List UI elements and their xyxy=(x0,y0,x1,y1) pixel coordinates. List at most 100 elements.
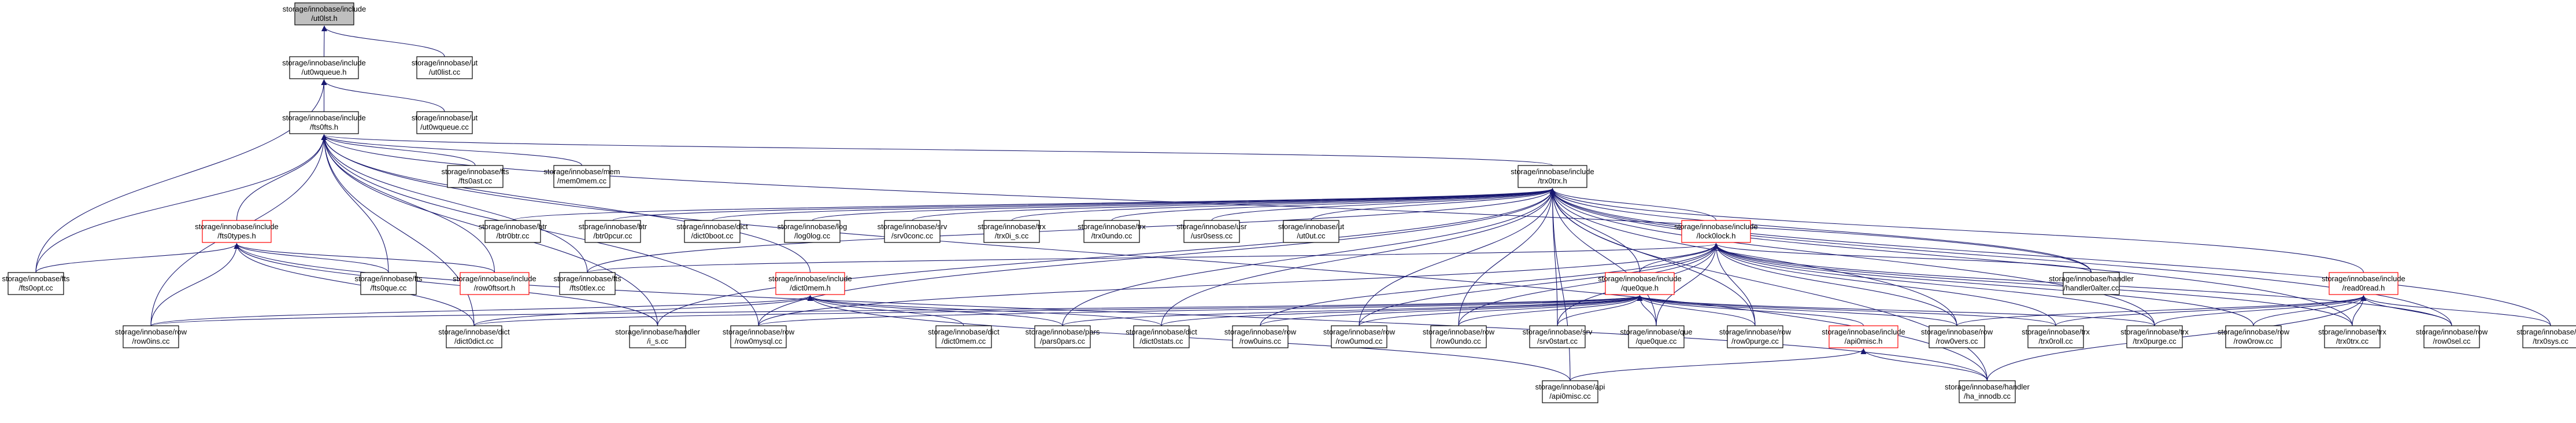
node-dict0mem-h[interactable]: storage/innobase/include/dict0mem.h xyxy=(768,272,852,295)
node-label-line2: /dict0boot.cc xyxy=(691,231,734,240)
edge-api0misc-cc-to-dict0mem-h xyxy=(807,295,1571,381)
node-log0log-cc[interactable]: storage/innobase/log/log0log.cc xyxy=(778,220,847,243)
node-ut0wqueue-h[interactable]: storage/innobase/include/ut0wqueue.h xyxy=(282,56,366,79)
node-box xyxy=(1083,220,1140,243)
edge-dict0stats-cc-to-dict0mem-h xyxy=(807,295,1162,326)
edge-ha-innodb-cc-to-api0misc-h xyxy=(1860,348,1988,381)
node-label-line1: storage/innobase/trx xyxy=(978,222,1046,231)
edge-dict0dict-cc-to-dict0mem-h xyxy=(473,295,813,326)
node-dict0dict-cc[interactable]: storage/innobase/dict/dict0dict.cc xyxy=(438,325,510,348)
node-trx0trx-h[interactable]: storage/innobase/include/trx0trx.h xyxy=(1511,165,1594,188)
node-api0misc-cc[interactable]: storage/innobase/api/api0misc.cc xyxy=(1535,380,1605,403)
node-dict0stats-cc[interactable]: storage/innobase/dict/dict0stats.cc xyxy=(1126,325,1197,348)
edge-i-s-cc-to-trx0trx-h xyxy=(657,188,1556,326)
node-fts0que-cc[interactable]: storage/innobase/fts/fts0que.cc xyxy=(354,272,423,295)
node-label-line2: /que0que.h xyxy=(1621,284,1659,292)
node-btr0btr-cc[interactable]: storage/innobase/btr/btr0btr.cc xyxy=(479,220,547,243)
node-row0purge-cc[interactable]: storage/innobase/row/row0purge.cc xyxy=(1719,325,1792,348)
node-label-line1: storage/innobase/btr xyxy=(579,222,647,231)
edge-trx0roll-cc-to-que0que-h xyxy=(1637,295,2056,326)
node-que0que-h[interactable]: storage/innobase/include/que0que.h xyxy=(1598,272,1682,295)
node-box xyxy=(1605,272,1675,295)
node-dict0boot-cc[interactable]: storage/innobase/dict/dict0boot.cc xyxy=(676,220,748,243)
node-trx0sys-cc[interactable]: storage/innobase/trx/trx0sys.cc xyxy=(2516,325,2576,348)
edge-row0umod-cc-to-que0que-h xyxy=(1359,295,1643,326)
node-trx0trx-cc[interactable]: storage/innobase/trx/trx0trx.cc xyxy=(2318,325,2386,348)
node-label-line2: /row0undo.cc xyxy=(1436,337,1481,345)
node-fts0fts-h[interactable]: storage/innobase/include/fts0fts.h xyxy=(282,111,366,134)
edge-trx0trx-cc-to-lock0lock-h xyxy=(1713,243,2353,326)
node-box xyxy=(2329,272,2399,295)
edge-trx0sys-cc-to-trx0trx-h xyxy=(1549,188,2551,326)
edge-usr0sess-cc-to-trx0trx-h xyxy=(1211,188,1556,221)
node-box xyxy=(1430,325,1487,348)
edge-fts0types-h-to-fts0fts-h xyxy=(236,134,327,221)
node-btr0pcur-cc[interactable]: storage/innobase/btr/btr0pcur.cc xyxy=(579,220,647,243)
node-que0que-cc[interactable]: storage/innobase/que/que0que.cc xyxy=(1620,325,1693,348)
node-label-line1: storage/innobase/row xyxy=(1323,328,1396,336)
edge-row0undo-cc-to-que0que-h xyxy=(1458,295,1643,326)
node-ha-innodb-cc[interactable]: storage/innobase/handler/ha_innodb.cc xyxy=(1945,380,2030,403)
edge-row0sel-cc-to-read0read-h xyxy=(2360,295,2452,326)
node-label-line1: storage/innobase/fts xyxy=(2,274,70,283)
node-box xyxy=(1518,165,1587,188)
node-pars0pars-cc[interactable]: storage/innobase/pars/pars0pars.cc xyxy=(1026,325,1100,348)
node-ut0list-cc[interactable]: storage/innobase/ut/ut0list.cc xyxy=(412,56,478,79)
node-label-line2: /fts0fts.h xyxy=(310,123,338,131)
node-dict0mem-cc[interactable]: storage/innobase/dict/dict0mem.cc xyxy=(928,325,1000,348)
node-ut0ut-cc[interactable]: storage/innobase/ut/ut0ut.cc xyxy=(1278,220,1345,243)
node-label-line2: /ha_innodb.cc xyxy=(1964,392,2011,400)
node-row0ftsort-h[interactable]: storage/innobase/include/row0ftsort.h xyxy=(453,272,536,295)
edge-row0vers-cc-to-que0que-h xyxy=(1637,295,1957,326)
node-lock0lock-h[interactable]: storage/innobase/include/lock0lock.h xyxy=(1674,220,1758,243)
node-ut0wqueue-cc[interactable]: storage/innobase/ut/ut0wqueue.cc xyxy=(412,111,478,134)
edge-api0misc-cc-to-api0misc-h xyxy=(1570,348,1867,381)
node-row0vers-cc[interactable]: storage/innobase/row/row0vers.cc xyxy=(1921,325,1993,348)
node-label-line1: storage/innobase/trx xyxy=(2318,328,2386,336)
node-row0umod-cc[interactable]: storage/innobase/row/row0umod.cc xyxy=(1323,325,1396,348)
node-fts0types-h[interactable]: storage/innobase/include/fts0types.h xyxy=(195,220,279,243)
node-fts0tlex-cc[interactable]: storage/innobase/fts/fts0tlex.cc xyxy=(553,272,621,295)
node-box xyxy=(1133,325,1190,348)
edge-srv0start-cc-to-trx0trx-h xyxy=(1549,188,1558,326)
node-label-line2: /usr0sess.cc xyxy=(1191,231,1233,240)
node-handler0alter-cc[interactable]: storage/innobase/handler/handler0alter.c… xyxy=(2049,272,2134,295)
node-box xyxy=(935,325,992,348)
edge-row0uins-cc-to-lock0lock-h xyxy=(1260,243,1719,326)
node-label-line1: storage/innobase/trx xyxy=(1078,222,1146,231)
node-srv0start-cc[interactable]: storage/innobase/srv/srv0start.cc xyxy=(1523,325,1593,348)
edge-row0mysql-cc-to-fts0fts-h xyxy=(321,134,759,326)
edge-fts0que-cc-to-fts0types-h xyxy=(234,243,389,273)
node-srv0conc-cc[interactable]: storage/innobase/srv/srv0conc.cc xyxy=(878,220,948,243)
node-ut0list-h[interactable]: storage/innobase/include/ut0lst.h xyxy=(283,2,367,25)
node-label-line1: storage/innobase/include xyxy=(2322,274,2405,283)
node-read0read-h[interactable]: storage/innobase/include/read0read.h xyxy=(2322,272,2405,295)
node-trx0undo-cc[interactable]: storage/innobase/trx/trx0undo.cc xyxy=(1078,220,1146,243)
node-trx0i-s-cc[interactable]: storage/innobase/trx/trx0i_s.cc xyxy=(978,220,1046,243)
edge-row0mysql-cc-to-lock0lock-h xyxy=(758,243,1719,326)
node-box xyxy=(2324,325,2381,348)
node-row0sel-cc[interactable]: storage/innobase/row/row0sel.cc xyxy=(2416,325,2488,348)
node-row0uins-cc[interactable]: storage/innobase/row/row0uins.cc xyxy=(1224,325,1297,348)
node-label-line1: storage/innobase/include xyxy=(768,274,852,283)
node-usr0sess-cc[interactable]: storage/innobase/usr/usr0sess.cc xyxy=(1176,220,1247,243)
node-api0misc-h[interactable]: storage/innobase/include/api0misc.h xyxy=(1822,325,1905,348)
node-box xyxy=(294,2,354,25)
node-label-line1: storage/innobase/mem xyxy=(543,167,620,176)
node-label-line2: /btr0btr.cc xyxy=(496,231,530,240)
node-row0ins-cc[interactable]: storage/innobase/row/row0ins.cc xyxy=(115,325,187,348)
node-box xyxy=(202,220,272,243)
node-row0mysql-cc[interactable]: storage/innobase/row/row0mysql.cc xyxy=(723,325,795,348)
node-box xyxy=(447,165,504,188)
node-i-s-cc[interactable]: storage/innobase/handler/i_s.cc xyxy=(615,325,701,348)
node-label-line2: /dict0stats.cc xyxy=(1139,337,1183,345)
node-box xyxy=(360,272,417,295)
node-row0row-cc[interactable]: storage/innobase/row/row0row.cc xyxy=(2218,325,2290,348)
node-mem0mem-cc[interactable]: storage/innobase/mem/mem0mem.cc xyxy=(543,165,620,188)
node-row0undo-cc[interactable]: storage/innobase/row/row0undo.cc xyxy=(1423,325,1495,348)
node-trx0roll-cc[interactable]: storage/innobase/trx/trx0roll.cc xyxy=(2022,325,2090,348)
edge-row0purge-cc-to-lock0lock-h xyxy=(1713,243,1756,326)
node-fts0ast-cc[interactable]: storage/innobase/fts/fts0ast.cc xyxy=(441,165,509,188)
node-trx0purge-cc[interactable]: storage/innobase/trx/trx0purge.cc xyxy=(2120,325,2189,348)
node-fts0opt-cc[interactable]: storage/innobase/fts/fts0opt.cc xyxy=(2,272,70,295)
